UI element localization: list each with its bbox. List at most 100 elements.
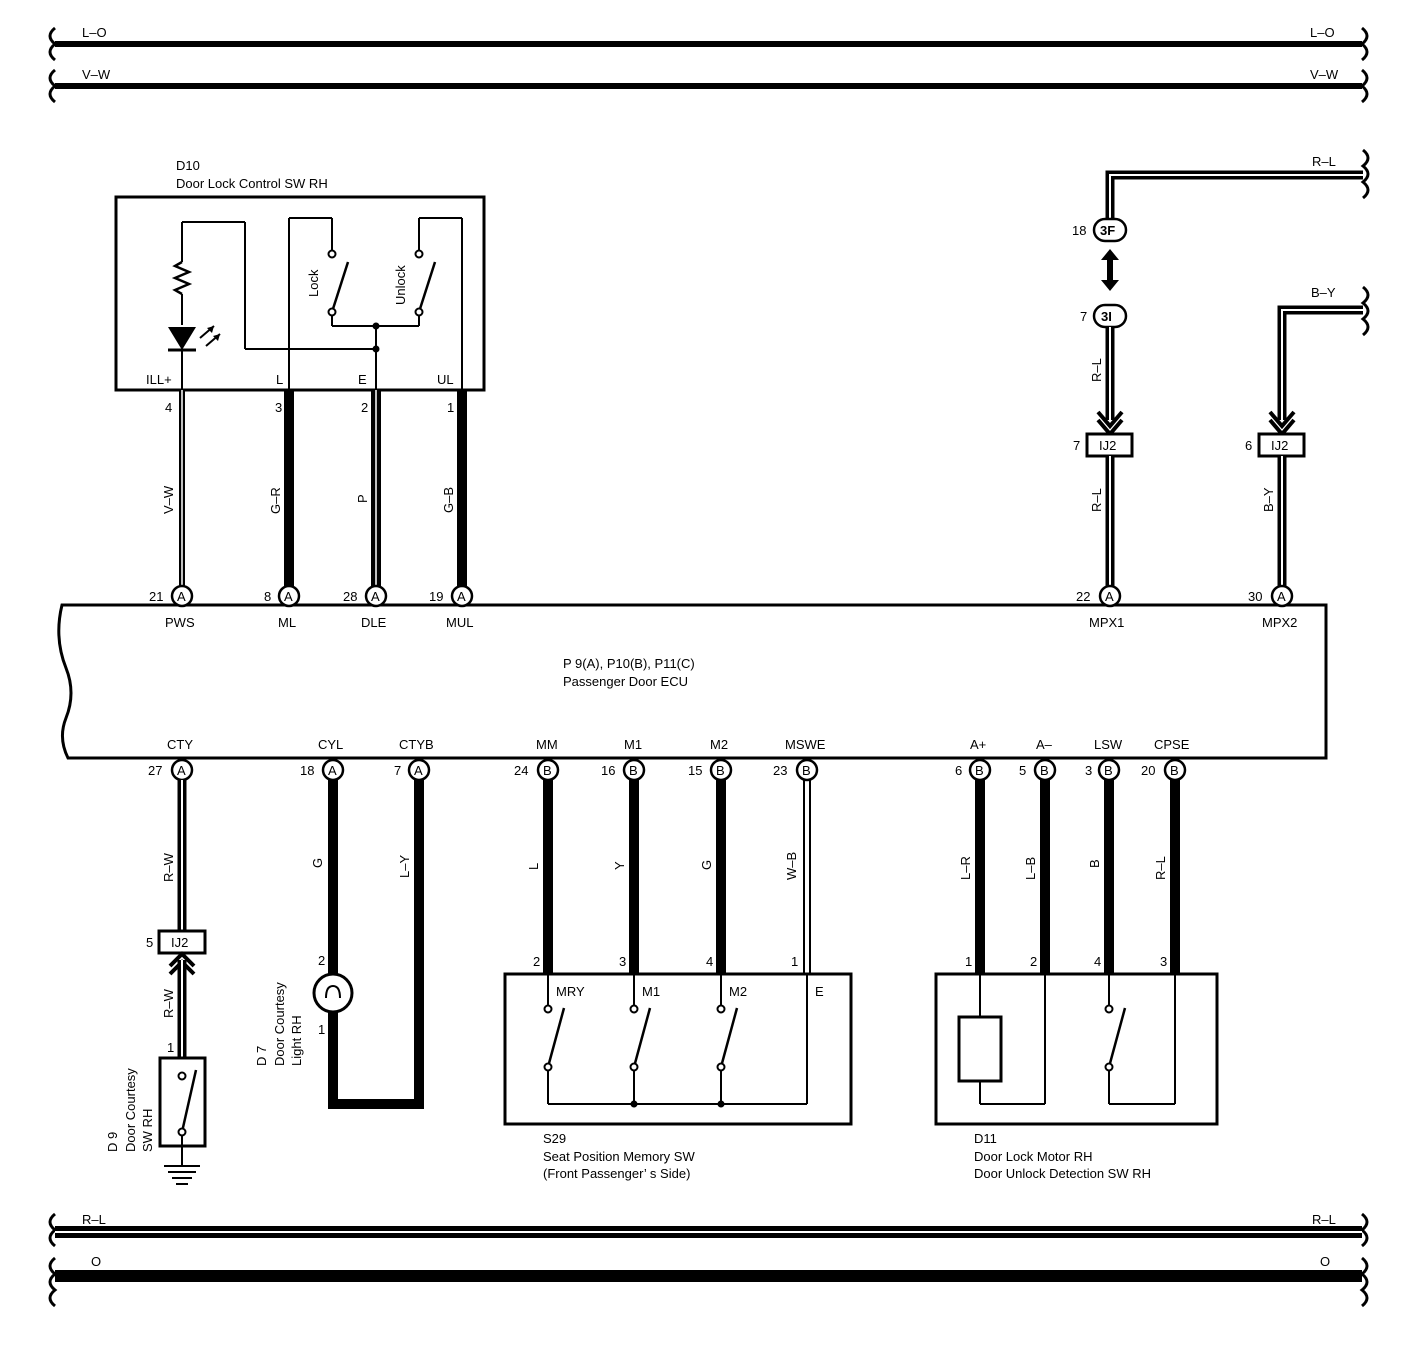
wire-ml-color: G–R [268, 487, 283, 514]
ecu-code: P 9(A), P10(B), P11(C) [563, 656, 695, 671]
d11-door-lock-motor: L–R L–B B R–L 1 2 4 3 D11 Door Lock Moto… [934, 780, 1219, 1181]
mpx-top-wire-label: R–L [1312, 154, 1336, 169]
ecu-pin-mul: A 19 MUL [429, 584, 473, 630]
svg-text:23: 23 [773, 763, 787, 778]
svg-text:21: 21 [149, 589, 163, 604]
ij2-a-pin: 7 [1073, 438, 1080, 453]
motor-icon [957, 1015, 1003, 1083]
svg-text:A: A [414, 763, 423, 778]
wire-pws-color: V–W [161, 485, 176, 514]
wire-cyl-color: G [310, 858, 325, 868]
svg-text:A: A [284, 589, 293, 604]
svg-text:M1: M1 [624, 737, 642, 752]
ecu-pin-mswe: MSWE B 23 [773, 737, 826, 782]
d10-wires: V–W G–R P G–B [161, 390, 467, 588]
s29-pin-3: 3 [619, 954, 626, 969]
d10-pin-4: 4 [165, 400, 172, 415]
svg-text:A: A [371, 589, 380, 604]
wire-a-minus-color: L–B [1023, 857, 1038, 880]
svg-text:LSW: LSW [1094, 737, 1123, 752]
svg-text:PWS: PWS [165, 615, 195, 630]
bus-bottom-o-left-label: O [91, 1254, 101, 1269]
ecu-pin-mpx2: A 30 MPX2 [1248, 584, 1297, 630]
arrow-down-icon [1101, 280, 1119, 291]
svg-text:B: B [1170, 763, 1179, 778]
s29-line1: Seat Position Memory SW [543, 1149, 695, 1164]
d10-code: D10 [176, 158, 200, 173]
svg-text:A: A [1105, 589, 1114, 604]
d9-door-courtesy-switch: R–W IJ2 5 R–W 1 D 9 Door Courtesy SW RH [105, 780, 207, 1185]
svg-text:A: A [177, 589, 186, 604]
d9-line2: SW RH [140, 1109, 155, 1152]
arrow-up-icon [1101, 249, 1119, 260]
svg-text:8: 8 [264, 589, 271, 604]
d7-line2: Light RH [289, 1015, 304, 1066]
d10-term-e: E [358, 372, 367, 387]
s29-term-m1: M1 [642, 984, 660, 999]
wire-mm-color: L [526, 863, 541, 870]
svg-text:A–: A– [1036, 737, 1053, 752]
svg-text:MUL: MUL [446, 615, 473, 630]
svg-text:A: A [457, 589, 466, 604]
svg-text:B: B [975, 763, 984, 778]
ecu-pin-ml: A 8 ML [264, 584, 301, 630]
svg-text:MSWE: MSWE [785, 737, 826, 752]
svg-text:B: B [629, 763, 638, 778]
svg-text:5: 5 [1019, 763, 1026, 778]
svg-text:22: 22 [1076, 589, 1090, 604]
ij2-b-pin: 6 [1245, 438, 1252, 453]
wire-mpx1-color: R–L [1089, 488, 1104, 512]
wire-dle-color: P [355, 494, 370, 503]
s29-term-mry: MRY [556, 984, 585, 999]
ij2-a-id: IJ2 [1099, 438, 1116, 453]
svg-text:18: 18 [300, 763, 314, 778]
wire-mpx2-color: B–Y [1261, 487, 1276, 512]
d11-pin-1: 1 [965, 954, 972, 969]
svg-text:28: 28 [343, 589, 357, 604]
d10-lock-label: Lock [306, 269, 321, 297]
passenger-door-ecu: P 9(A), P10(B), P11(C) Passenger Door EC… [57, 603, 1328, 760]
led-icon [168, 327, 196, 350]
svg-text:MPX1: MPX1 [1089, 615, 1124, 630]
d7-pin-top: 2 [318, 953, 325, 968]
s29-pin-2: 2 [533, 954, 540, 969]
ecu-pin-ctyb: CTYB A 7 [394, 737, 434, 782]
conn-3f-pin: 18 [1072, 223, 1086, 238]
wire-lsw-color: B [1087, 859, 1102, 868]
svg-text:A: A [1277, 589, 1286, 604]
wire-mswe-color: W–B [784, 852, 799, 880]
svg-text:24: 24 [514, 763, 528, 778]
bus-bottom-rl: R–L R–L [48, 1212, 1369, 1248]
svg-text:6: 6 [955, 763, 962, 778]
wire-ctyb-color: L–Y [397, 855, 412, 878]
s29-term-m2: M2 [729, 984, 747, 999]
wire-cpse-color: R–L [1153, 856, 1168, 880]
mpx2-top-wire-label: B–Y [1311, 285, 1336, 300]
svg-text:B: B [543, 763, 552, 778]
chevron-up-icon [168, 951, 196, 968]
svg-text:B: B [1040, 763, 1049, 778]
d11-pin-3: 3 [1160, 954, 1167, 969]
d10-name: Door Lock Control SW RH [176, 176, 328, 191]
bus-top-lo-left-label: L–O [82, 25, 107, 40]
s29-code: S29 [543, 1131, 566, 1146]
ecu-pin-dle: A 28 DLE [343, 584, 388, 630]
mpx-mid-wire-label: R–L [1089, 358, 1104, 382]
d9-code: D 9 [105, 1132, 120, 1152]
svg-text:CYL: CYL [318, 737, 343, 752]
ground-icon [164, 1165, 200, 1185]
svg-text:30: 30 [1248, 589, 1262, 604]
ecu-pin-cty: CTY A 27 [148, 737, 193, 782]
svg-text:19: 19 [429, 589, 443, 604]
d10-term-ill: ILL+ [146, 372, 172, 387]
s29-pin-1: 1 [791, 954, 798, 969]
svg-text:3: 3 [1085, 763, 1092, 778]
s29-line2: (Front Passenger’ s Side) [543, 1166, 690, 1181]
d10-pin-1: 1 [447, 400, 454, 415]
d10-term-l: L [276, 372, 283, 387]
wire-m2-color: G [699, 860, 714, 870]
chevron-down-icon [1096, 410, 1124, 430]
connector-3f [1092, 217, 1128, 243]
bus-top-vw-left-label: V–W [82, 67, 111, 82]
